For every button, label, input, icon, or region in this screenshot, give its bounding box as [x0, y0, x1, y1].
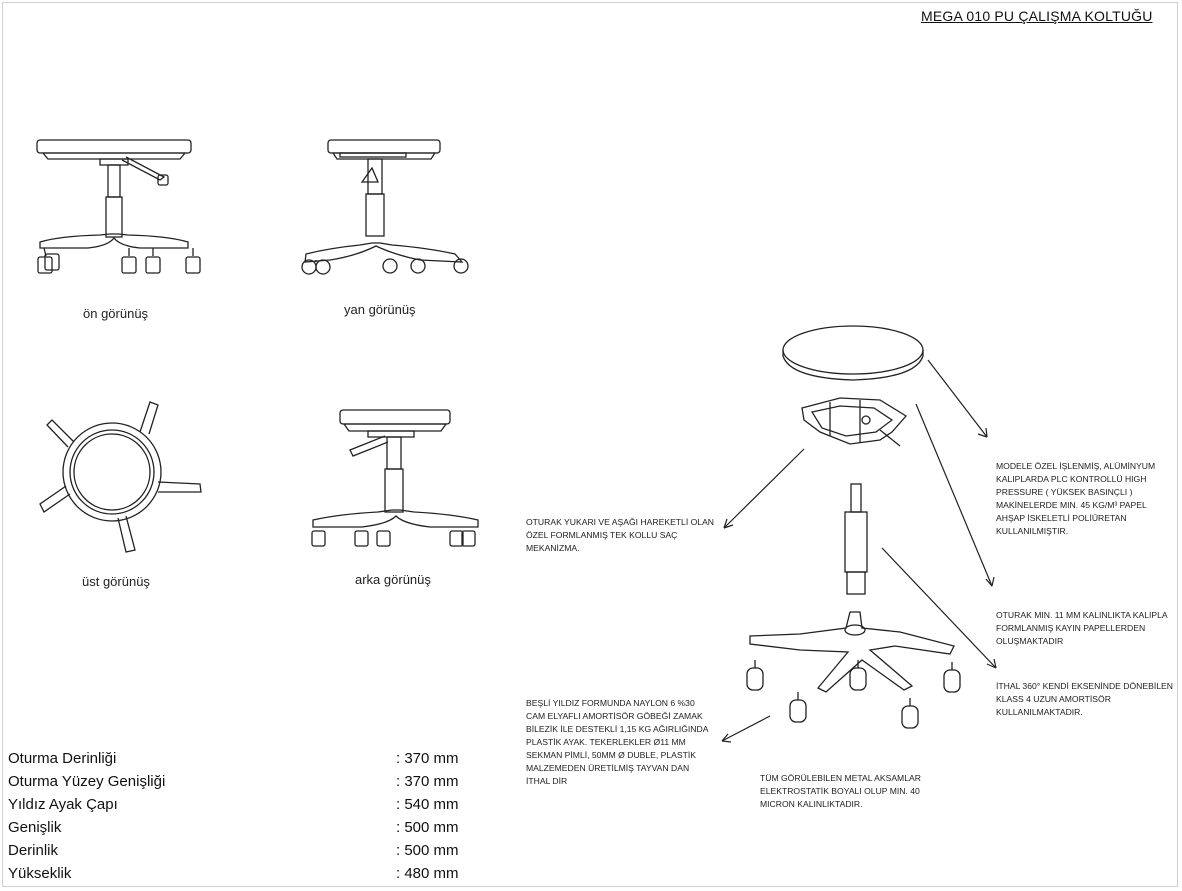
- spec-value: : 370 mm: [396, 773, 459, 790]
- note-gas-lift: İTHAL 360° KENDİ EKSENİNDE DÖNEBİLEN KLA…: [996, 681, 1173, 717]
- note-base: BEŞLİ YILDIZ FORMUNDA NAYLON 6 %30 CAM E…: [526, 698, 708, 786]
- leader-arrows: [721, 359, 997, 743]
- spec-row: Genişlik : 500 mm: [8, 817, 478, 840]
- spec-label: Derinlik: [8, 842, 59, 859]
- spec-value: : 480 mm: [396, 865, 459, 882]
- spec-value: : 370 mm: [396, 750, 459, 767]
- side-view-drawing: [301, 139, 469, 275]
- spec-label: Yükseklik: [8, 865, 72, 882]
- spec-label: Genişlik: [8, 819, 62, 836]
- spec-value: : 540 mm: [396, 796, 459, 813]
- spec-row: Derinlik : 500 mm: [8, 840, 478, 863]
- spec-label: Oturma Derinliği: [8, 750, 117, 767]
- front-view-drawing: [36, 139, 201, 274]
- spec-table: Oturma Derinliği : 370 mm Oturma Yüzey G…: [8, 748, 478, 886]
- exploded-view-drawing: [746, 325, 961, 729]
- spec-row: Yükseklik : 480 mm: [8, 863, 478, 886]
- note-metal: TÜM GÖRÜLEBİLEN METAL AKSAMLAR ELEKTROST…: [760, 773, 921, 809]
- back-view-label: arka görünüş: [355, 572, 431, 587]
- top-view-label: üst görünüş: [82, 574, 150, 589]
- spec-label: Yıldız Ayak Çapı: [8, 796, 118, 813]
- document-title: MEGA 010 PU ÇALIŞMA KOLTUĞU: [921, 8, 1153, 24]
- back-view-drawing: [311, 409, 479, 547]
- note-seat-pu: MODELE ÖZEL İŞLENMİŞ, ALÜMİNYUM KALIPLAR…: [996, 461, 1156, 536]
- note-mechanism: OTURAK YUKARI VE AŞAĞI HAREKETLİ OLAN ÖZ…: [526, 517, 715, 553]
- top-view-drawing: [39, 401, 202, 553]
- spec-value: : 500 mm: [396, 842, 459, 859]
- spec-value: : 500 mm: [396, 819, 459, 836]
- spec-row: Yıldız Ayak Çapı : 540 mm: [8, 794, 478, 817]
- note-seat-plywood: OTURAK min. 11 mm KALINLIKTA KALIPLA FOR…: [996, 610, 1168, 646]
- front-view-label: ön görünüş: [83, 306, 149, 321]
- spec-row: Oturma Derinliği : 370 mm: [8, 748, 478, 771]
- side-view-label: yan görünüş: [344, 302, 416, 317]
- spec-label: Oturma Yüzey Genişliği: [8, 773, 166, 790]
- spec-row: Oturma Yüzey Genişliği : 370 mm: [8, 771, 478, 794]
